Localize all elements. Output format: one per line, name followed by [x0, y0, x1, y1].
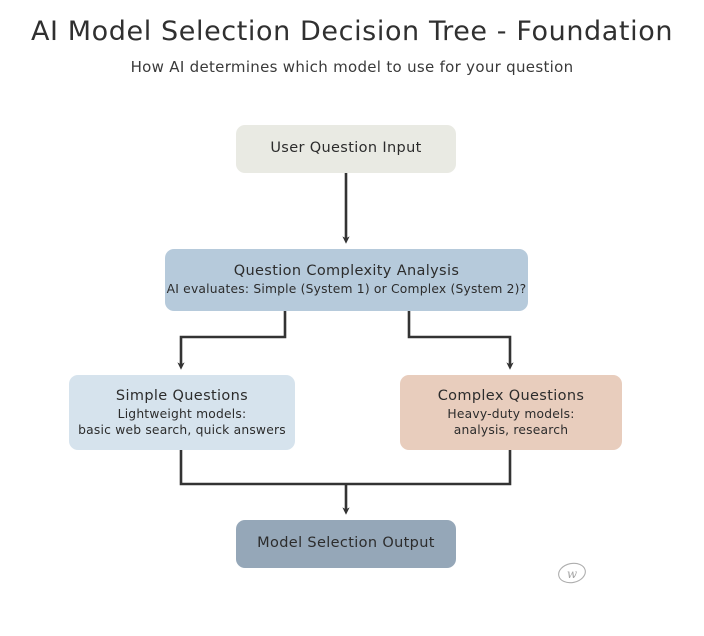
edge-simple-to-output [179, 450, 346, 486]
edge-complex-to-output [346, 450, 512, 486]
node-complex-title: Complex Questions [437, 387, 585, 404]
edge-analysis-to-complex [407, 311, 514, 370]
node-input-title: User Question Input [270, 140, 422, 157]
node-simple-title: Simple Questions [115, 387, 249, 404]
edge-analysis-to-simple [177, 311, 287, 370]
node-complex-subtitle-1: Heavy-duty models: [447, 406, 575, 421]
node-complex-subtitle-2: analysis, research [453, 423, 569, 438]
node-question-complexity-analysis[interactable]: Question Complexity Analysis AI evaluate… [165, 249, 528, 311]
node-analysis-subtitle: AI evaluates: Simple (System 1) or Compl… [166, 282, 527, 297]
page-subtitle: How AI determines which model to use for… [130, 58, 574, 76]
node-simple-subtitle-1: Lightweight models: [117, 406, 247, 421]
node-analysis-title: Question Complexity Analysis [233, 263, 460, 280]
node-simple-subtitle-2: basic web search, quick answers [78, 423, 286, 438]
node-user-question-input[interactable]: User Question Input [236, 125, 456, 173]
circled-w-watermark: w [558, 562, 586, 584]
node-output-title: Model Selection Output [257, 535, 435, 552]
watermark-glyph: w [567, 567, 578, 581]
page-title: AI Model Selection Decision Tree - Found… [30, 16, 674, 47]
node-complex-questions[interactable]: Complex Questions Heavy-duty models: ana… [400, 375, 622, 450]
node-simple-questions[interactable]: Simple Questions Lightweight models: bas… [69, 375, 295, 450]
node-model-selection-output[interactable]: Model Selection Output [236, 520, 456, 568]
